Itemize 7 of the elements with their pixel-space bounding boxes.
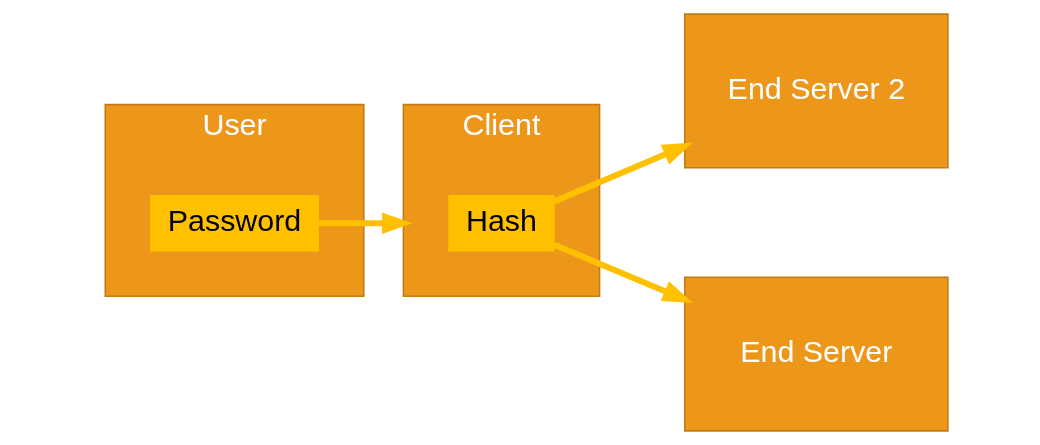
node-box: Hash <box>447 195 555 252</box>
arrow <box>552 242 693 303</box>
node-box: End Server <box>683 276 949 432</box>
arrow <box>318 212 413 234</box>
arrow <box>552 142 693 205</box>
node-box: End Server 2 <box>683 13 949 169</box>
node-box: Password <box>149 195 319 252</box>
